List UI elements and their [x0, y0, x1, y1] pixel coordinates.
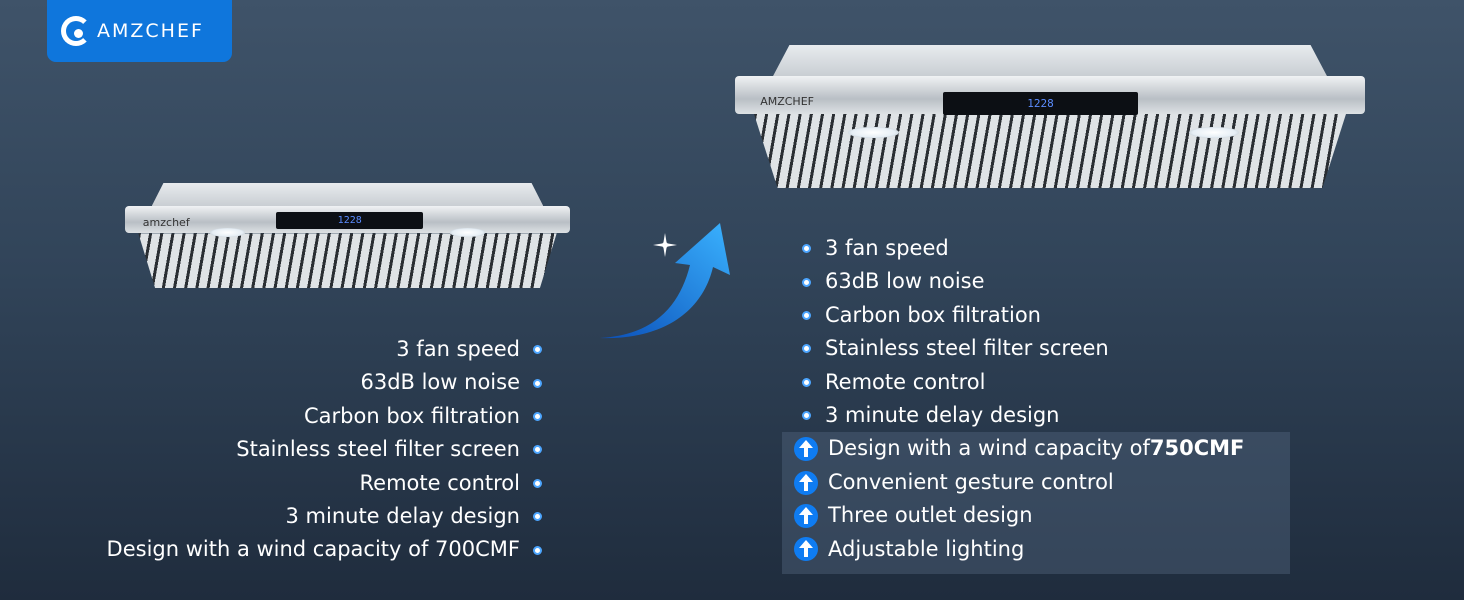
feature-item: 3 minute delay design: [794, 399, 1244, 432]
upgrade-item: Three outlet design: [794, 499, 1244, 532]
arrow-up-icon: [794, 470, 818, 495]
feature-text: 3 fan speed: [396, 337, 520, 361]
display-readout: 1228: [337, 215, 362, 227]
feature-text: 3 fan speed: [825, 236, 949, 260]
feature-text: Design with a wind capacity of 700CMF: [106, 537, 520, 562]
display-readout: 1228: [1027, 97, 1054, 111]
upgrade-item: Design with a wind capacity of 750CMF: [794, 432, 1244, 465]
hood-brand-label: AMZCHEF: [760, 95, 814, 109]
bullet-icon: [533, 512, 542, 522]
bullet-icon: [802, 344, 811, 354]
bullet-icon: [802, 377, 811, 387]
bullet-icon: [533, 378, 542, 388]
bullet-icon: [533, 412, 542, 422]
feature-text: Stainless steel filter screen: [236, 437, 520, 462]
feature-text: Carbon box filtration: [825, 302, 1041, 327]
feature-text: Stainless steel filter screen: [825, 336, 1109, 361]
old-model-feature-list: 3 fan speed 63dB low noise Carbon box fi…: [107, 333, 542, 567]
bullet-icon: [533, 478, 542, 488]
feature-text: Remote control: [825, 369, 986, 394]
feature-text: Carbon box filtration: [304, 403, 520, 428]
brand-logo: AMZCHEF: [47, 0, 232, 62]
upgrade-arrow-icon: [600, 223, 730, 339]
feature-item: 63dB low noise: [107, 366, 542, 399]
hood-brand-label: amzchef: [142, 215, 190, 229]
upgrade-text: Adjustable lighting: [828, 536, 1025, 561]
feature-item: Stainless steel filter screen: [794, 332, 1244, 365]
upgrades-highlight-box: [782, 432, 1290, 574]
arrow-up-icon: [794, 437, 818, 462]
feature-item: Carbon box filtration: [794, 299, 1244, 332]
bullet-icon: [802, 311, 811, 321]
upgrade-item: Adjustable lighting: [794, 533, 1244, 566]
feature-text: 3 minute delay design: [825, 403, 1060, 428]
bullet-icon: [533, 445, 542, 455]
arrow-up-icon: [794, 503, 818, 528]
upgrade-text: Design with a wind capacity of: [828, 436, 1150, 461]
control-panel: 1228: [942, 92, 1139, 116]
feature-item: Remote control: [794, 366, 1244, 399]
old-range-hood-image: amzchef 1228: [125, 183, 570, 288]
feature-item: Design with a wind capacity of 700CMF: [107, 533, 542, 566]
upgrade-item: Convenient gesture control: [794, 466, 1244, 499]
arrow-up-icon: [794, 537, 818, 562]
feature-text: 63dB low noise: [360, 370, 520, 395]
feature-item: 3 fan speed: [794, 232, 1244, 265]
upgrade-text: Three outlet design: [828, 503, 1033, 528]
new-range-hood-image: AMZCHEF 1228: [735, 45, 1365, 188]
feature-item: 3 fan speed: [107, 333, 542, 366]
logo-text: AMZCHEF: [97, 20, 204, 42]
feature-item: Stainless steel filter screen: [107, 433, 542, 466]
new-model-feature-list: 3 fan speed 63dB low noise Carbon box fi…: [794, 232, 1244, 566]
bullet-icon: [802, 277, 811, 287]
bullet-icon: [533, 345, 542, 355]
feature-text: Remote control: [359, 470, 521, 495]
control-panel: 1228: [276, 212, 424, 230]
bullet-icon: [533, 545, 542, 555]
feature-text: 3 minute delay design: [285, 504, 521, 529]
feature-item: Remote control: [107, 467, 542, 500]
feature-item: 3 minute delay design: [107, 500, 542, 533]
feature-item: 63dB low noise: [794, 265, 1244, 298]
upgrade-text: Convenient gesture control: [828, 469, 1114, 494]
bullet-icon: [802, 411, 811, 421]
logo-mark-icon: [61, 16, 91, 46]
bullet-icon: [802, 244, 811, 254]
feature-text: 63dB low noise: [825, 269, 985, 294]
feature-item: Carbon box filtration: [107, 400, 542, 433]
upgrade-highlight-value: 750CMF: [1149, 436, 1245, 461]
